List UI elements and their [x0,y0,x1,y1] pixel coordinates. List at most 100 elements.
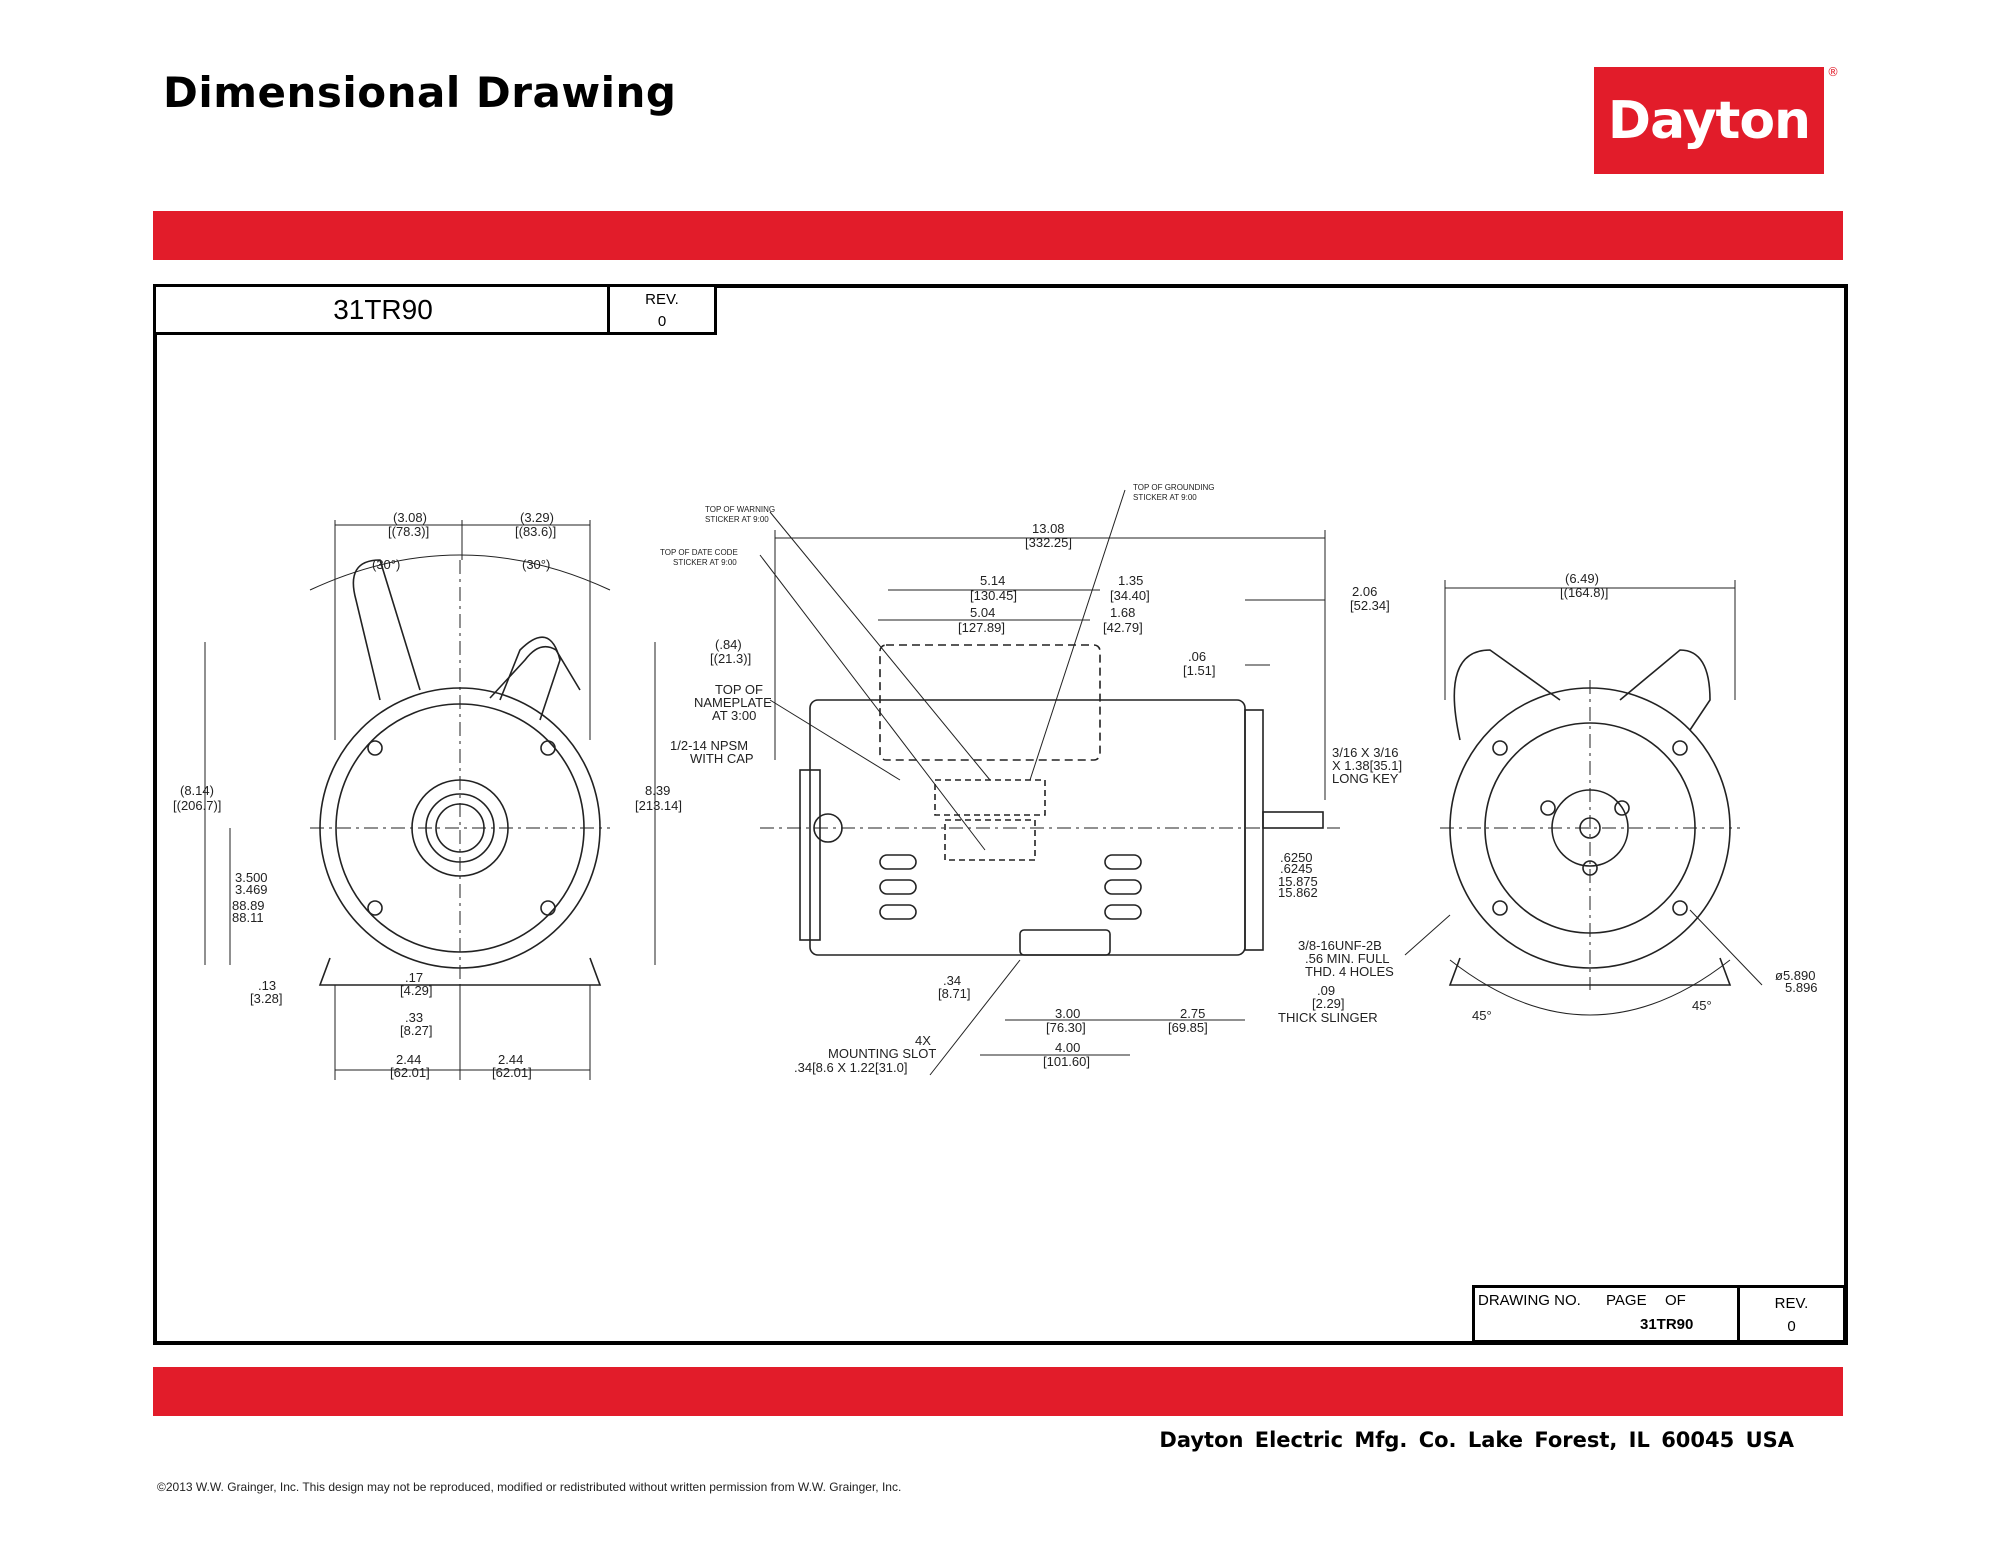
dim-shaft-dia-3: 15.875 [1278,874,1318,889]
dim-front-top-right-mm: [(83.6)] [515,524,556,539]
dim-thread-1: 3/8-16UNF-2B [1298,938,1382,953]
note-grounding-2: STICKER AT 9:00 [1133,493,1197,502]
dim-mount-b-mm: [76.30] [1046,1020,1086,1035]
dim-slot-3: .34[8.6 X 1.22[31.0] [794,1060,907,1075]
dim-box-off-a-in: 1.35 [1118,573,1143,588]
rev-value: 0 [657,313,667,330]
dim-nameplate-off-mm: [(21.3)] [710,651,751,666]
dim-overall-len-in: 13.08 [1032,521,1065,536]
dim-front-height-left-mm: [(206.7)] [173,798,221,813]
note-date-code-1: TOP OF DATE CODE [660,548,738,557]
output-shaft [1262,811,1324,829]
registered-mark: ® [1827,65,1839,79]
of-label: OF [1665,1292,1686,1309]
dim-front-top-left-mm: [(78.3)] [388,524,429,539]
dim-front-height-right-in: 8.39 [645,783,670,798]
dim-box-len-a-mm: [130.45] [970,588,1017,603]
top-red-band [153,211,1843,260]
dimension-labels: (3.08) [(78.3)] (3.29) [(83.6)] (30°) (3… [173,483,1818,1080]
title-rev-value: 0 [1787,1318,1796,1335]
rear-right-lobe [1619,649,1711,731]
front-left-lobe [352,559,421,701]
dim-mount-d-in: 2.75 [1180,1006,1205,1021]
part-number: 31TR90 [333,293,433,325]
dim-cap-off-mm: [1.51] [1183,663,1216,678]
title-rev-label: REV. [1774,1295,1809,1312]
dim-shaft-dia-1: .6250 [1280,850,1313,865]
dim-box-len-b-in: 5.04 [970,605,995,620]
dim-mount-c-in: 4.00 [1055,1040,1080,1055]
rear-view [1440,649,1740,990]
dim-foot-b-mm: [8.27] [400,1023,433,1038]
dim-shaft-dia-4: 15.862 [1278,885,1318,900]
dayton-logo: Dayton ® [1594,65,1839,174]
dim-base-thk-in: .13 [258,978,276,993]
dim-bolt-circle-2: 5.896 [1785,980,1818,995]
note-date-code-2: STICKER AT 9:00 [673,558,737,567]
dim-front-top-left-in: (3.08) [393,510,427,525]
dim-key-1: 3/16 X 3/16 [1332,745,1399,760]
dim-shaft-center-4: 88.11 [232,910,264,925]
dim-shaft-ext-mm: [52.34] [1350,598,1390,613]
note-npsm-1: 1/2-14 NPSM [670,738,748,753]
dim-shaft-ext-in: 2.06 [1352,584,1377,599]
dim-foot-right-in: 2.44 [498,1052,523,1067]
drawing-frame [153,284,1848,1345]
dim-box-len-a-in: 5.14 [980,573,1005,588]
copyright-notice: ©2013 W.W. Grainger, Inc. This design ma… [157,1480,902,1494]
dim-base-thk-mm: [3.28] [250,991,283,1006]
conduit-box [879,644,1101,761]
dim-cap-off-in: .06 [1188,649,1206,664]
dim-rear-angle-left: 45° [1472,1008,1492,1023]
dim-rear-angle-right: 45° [1692,998,1712,1013]
rear-left-lobe [1453,649,1561,741]
dim-mount-a-mm: [8.71] [938,986,971,1001]
drawing-number: 31TR90 [1640,1316,1694,1333]
note-nameplate-1: TOP OF [715,682,763,697]
dim-front-height-left-in: (8.14) [180,783,214,798]
page-title: Dimensional Drawing [163,68,677,117]
dim-shaft-center-1: 3.500 [235,870,268,885]
title-block: DRAWING NO. PAGE OF 31TR90 [1472,1285,1743,1343]
dim-box-off-a-mm: [34.40] [1110,588,1150,603]
note-npsm-2: WITH CAP [690,751,754,766]
dim-mount-c-mm: [101.60] [1043,1054,1090,1069]
dim-overall-len-mm: [332.25] [1025,535,1072,550]
note-nameplate-2: NAMEPLATE [694,695,772,710]
rev-label: REV. [645,291,679,308]
dim-foot-left-mm: [62.01] [390,1065,430,1080]
front-right-lobe [489,645,581,699]
dim-box-len-b-mm: [127.89] [958,620,1005,635]
drawing-no-label: DRAWING NO. [1478,1292,1581,1309]
dim-front-angle-right: (30°) [522,557,550,572]
mounting-foot [1019,929,1111,956]
side-view [760,644,1340,956]
dim-slinger-3: THICK SLINGER [1278,1010,1378,1025]
dim-key-3: LONG KEY [1332,771,1399,786]
dim-nameplate-off-in: (.84) [715,637,742,652]
note-warning-1: TOP OF WARNING [705,505,775,514]
dim-foot-right-mm: [62.01] [492,1065,532,1080]
dim-rear-width-mm: [(164.8)] [1560,585,1608,600]
rev-box: REV. 0 [607,284,717,335]
note-grounding-1: TOP OF GROUNDING [1133,483,1215,492]
dimension-lines [204,489,1763,1080]
dim-slinger-1: .09 [1317,983,1335,998]
dim-shaft-center-2: 3.469 [235,882,268,897]
dim-front-angle-left: (30°) [372,557,400,572]
rear-bracket [1244,709,1264,951]
dim-thread-2: .56 MIN. FULL [1305,951,1390,966]
dim-box-off-b-mm: [42.79] [1103,620,1143,635]
dim-bolt-circle-1: ø5.890 [1775,968,1815,983]
note-nameplate-3: AT 3:00 [712,708,756,723]
dim-front-top-right-in: (3.29) [520,510,554,525]
dim-foot-left-in: 2.44 [396,1052,421,1067]
dim-slinger-2: [2.29] [1312,996,1345,1011]
page-label: PAGE [1606,1292,1647,1309]
dim-box-off-b-in: 1.68 [1110,605,1135,620]
dim-slot-2: MOUNTING SLOT [828,1046,936,1061]
dim-shaft-center-3: 88.89 [232,898,265,913]
dim-key-2: X 1.38[35.1] [1332,758,1402,773]
dim-thread-3: THD. 4 HOLES [1305,964,1394,979]
